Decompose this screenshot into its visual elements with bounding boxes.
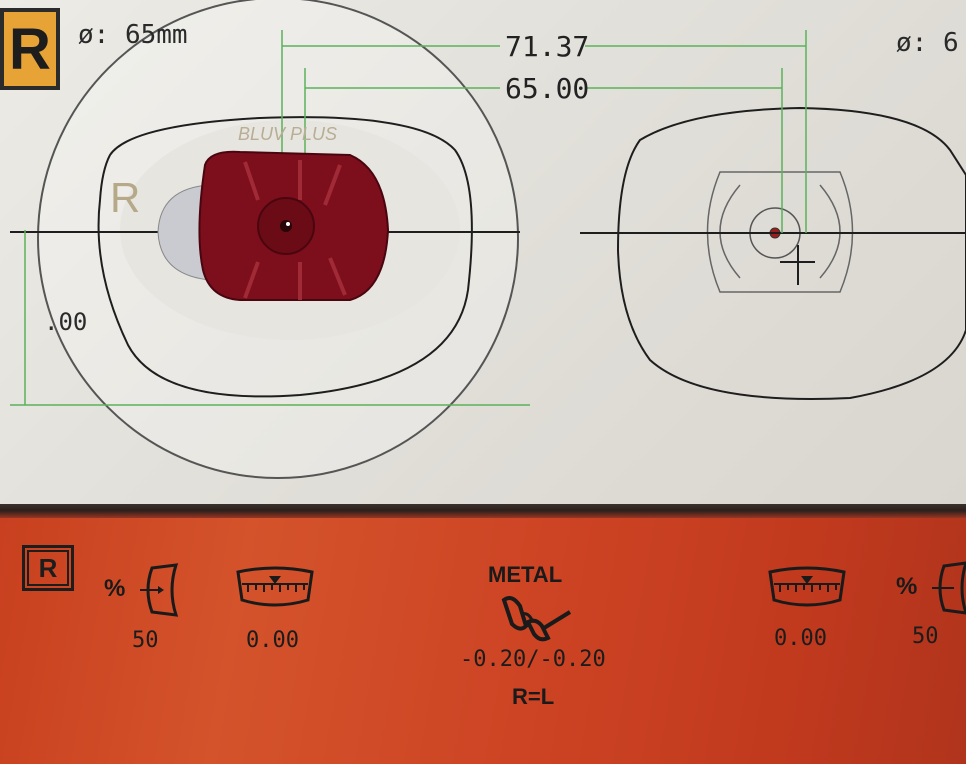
frame-type-label[interactable]: METAL — [488, 562, 563, 587]
blank-diameter-right: ø: 6 — [896, 28, 959, 58]
svg-text:%: % — [896, 573, 917, 600]
lens-brand-text: BLUV PLUS — [238, 124, 338, 144]
lens-edge-thickness-icon-right[interactable]: % — [896, 558, 966, 618]
blocker-ribs — [243, 160, 347, 300]
right-equals-left: R=L — [512, 684, 555, 709]
partial-value-left: .00 — [44, 308, 88, 336]
blocker-gray-base — [157, 184, 211, 281]
svg-text:%: % — [104, 575, 125, 602]
blank-diameter-left: ø: 65mm — [78, 20, 188, 50]
panel-divider — [0, 504, 966, 520]
left-thickness-value: 50 — [132, 628, 159, 653]
side-badge-letter: R — [27, 550, 69, 586]
measure-inner-value: 65.00 — [505, 72, 590, 105]
right-bevel-value: 0.00 — [774, 626, 827, 651]
bevel-position-icon-right[interactable] — [766, 562, 848, 614]
left-frame-outline — [97, 116, 473, 398]
blocker-center-hole — [280, 220, 292, 232]
layout-view-panel: R R ø: 65mm ø: 6 71.37 65.00 .00 BLUV PL… — [0, 0, 966, 508]
bevel-position-icon-left[interactable] — [234, 562, 316, 614]
lens-letter-mark: R — [110, 174, 140, 221]
settings-panel — [0, 518, 966, 764]
left-bevel-value: 0.00 — [246, 628, 299, 653]
size-adjust-value: -0.20/-0.20 — [460, 647, 606, 672]
right-pattern-outer — [706, 171, 854, 293]
right-pattern-inner — [719, 184, 741, 279]
layout-drawing: R — [10, 0, 966, 479]
right-thickness-value: 50 — [912, 624, 939, 649]
side-badge-right-bottom[interactable]: R — [22, 545, 74, 591]
measure-outer-value: 71.37 — [505, 30, 590, 63]
right-frame-outline — [616, 106, 966, 400]
right-pattern-inner2 — [819, 184, 841, 279]
blocker-center-glint — [286, 222, 290, 226]
side-badge-right[interactable]: R — [0, 8, 60, 90]
lens-edge-thickness-icon[interactable]: % — [104, 560, 194, 620]
eyeglasses-icon[interactable] — [498, 592, 576, 642]
